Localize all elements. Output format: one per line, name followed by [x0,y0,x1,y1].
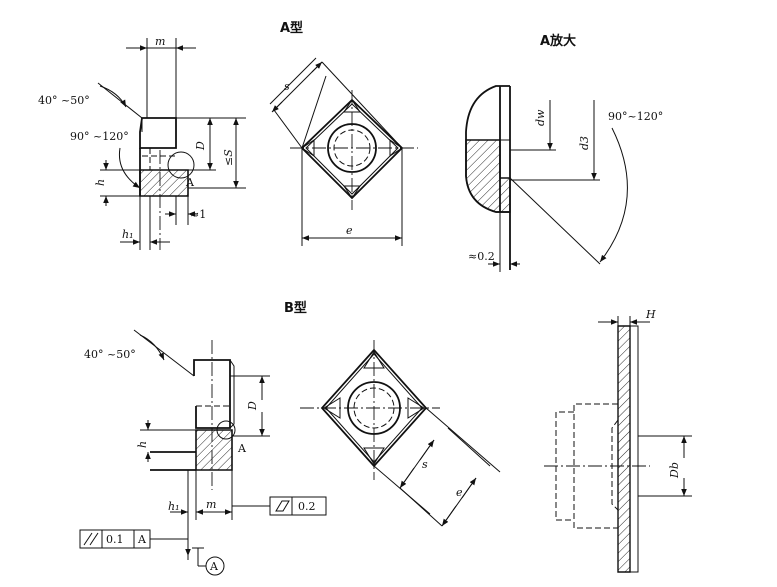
dim-s-a: s [284,80,290,93]
dim-Db: Db [668,462,681,479]
mark-a-detail: A [185,176,195,189]
title-type-a: A型 [280,20,303,36]
dim-le-s-a: ≤S [222,149,235,166]
dim-s-b: s [422,458,428,471]
title-type-b: B型 [284,300,307,316]
parallelism-value: 0.1 [106,533,124,546]
flatness-tolerance-frame: 0.2 [269,496,327,516]
dim-H: H [645,308,656,321]
parallelism-tolerance-frame: 0.1 A [79,529,151,549]
type-b-assembly-view: H Db [544,308,692,573]
angle-chamfer-a: 40° ~50° [38,94,90,107]
angle-detail: 90°~120° [608,110,663,123]
type-b-side-view: 40° ~50° A D h h₁ m [79,329,327,576]
dim-d3: d3 [578,136,591,150]
dim-h1-a: h₁ [122,228,134,241]
dim-h-a: h [94,179,107,186]
flatness-value: 0.2 [298,500,316,513]
dim-m-a: m [155,35,165,48]
dim-dw: dw [534,109,547,126]
angle-chamfer-b: 40° ~50° [84,348,136,361]
dim-e-a: e [346,224,353,237]
flatness-symbol-icon [275,500,290,512]
datum-label: A [209,560,219,573]
parallelism-symbol-icon [83,532,99,546]
dim-D-a: D [194,141,207,151]
detail-a-view: dw d3 90°~120° ≈0.2 [465,85,663,272]
title-detail-a: A放大 [540,33,576,49]
mark-a-b: A [237,442,247,455]
dim-approx-02: ≈0.2 [468,250,495,263]
angle-cone-a: 90° ~120° [70,130,129,143]
dim-approx-1: ≈1 [190,208,206,221]
dim-h-b: h [136,441,149,448]
dim-h1-b: h₁ [168,500,180,513]
type-a-side-view: 40° ~50° m A 90° ~120° D [38,35,246,250]
dim-e-b: e [456,486,463,499]
parallelism-datum: A [137,533,147,546]
type-a-top-view: s e [269,57,418,246]
type-b-top-view: s e [300,340,501,527]
dim-D-b: D [246,401,259,411]
dim-m-b: m [206,498,216,511]
